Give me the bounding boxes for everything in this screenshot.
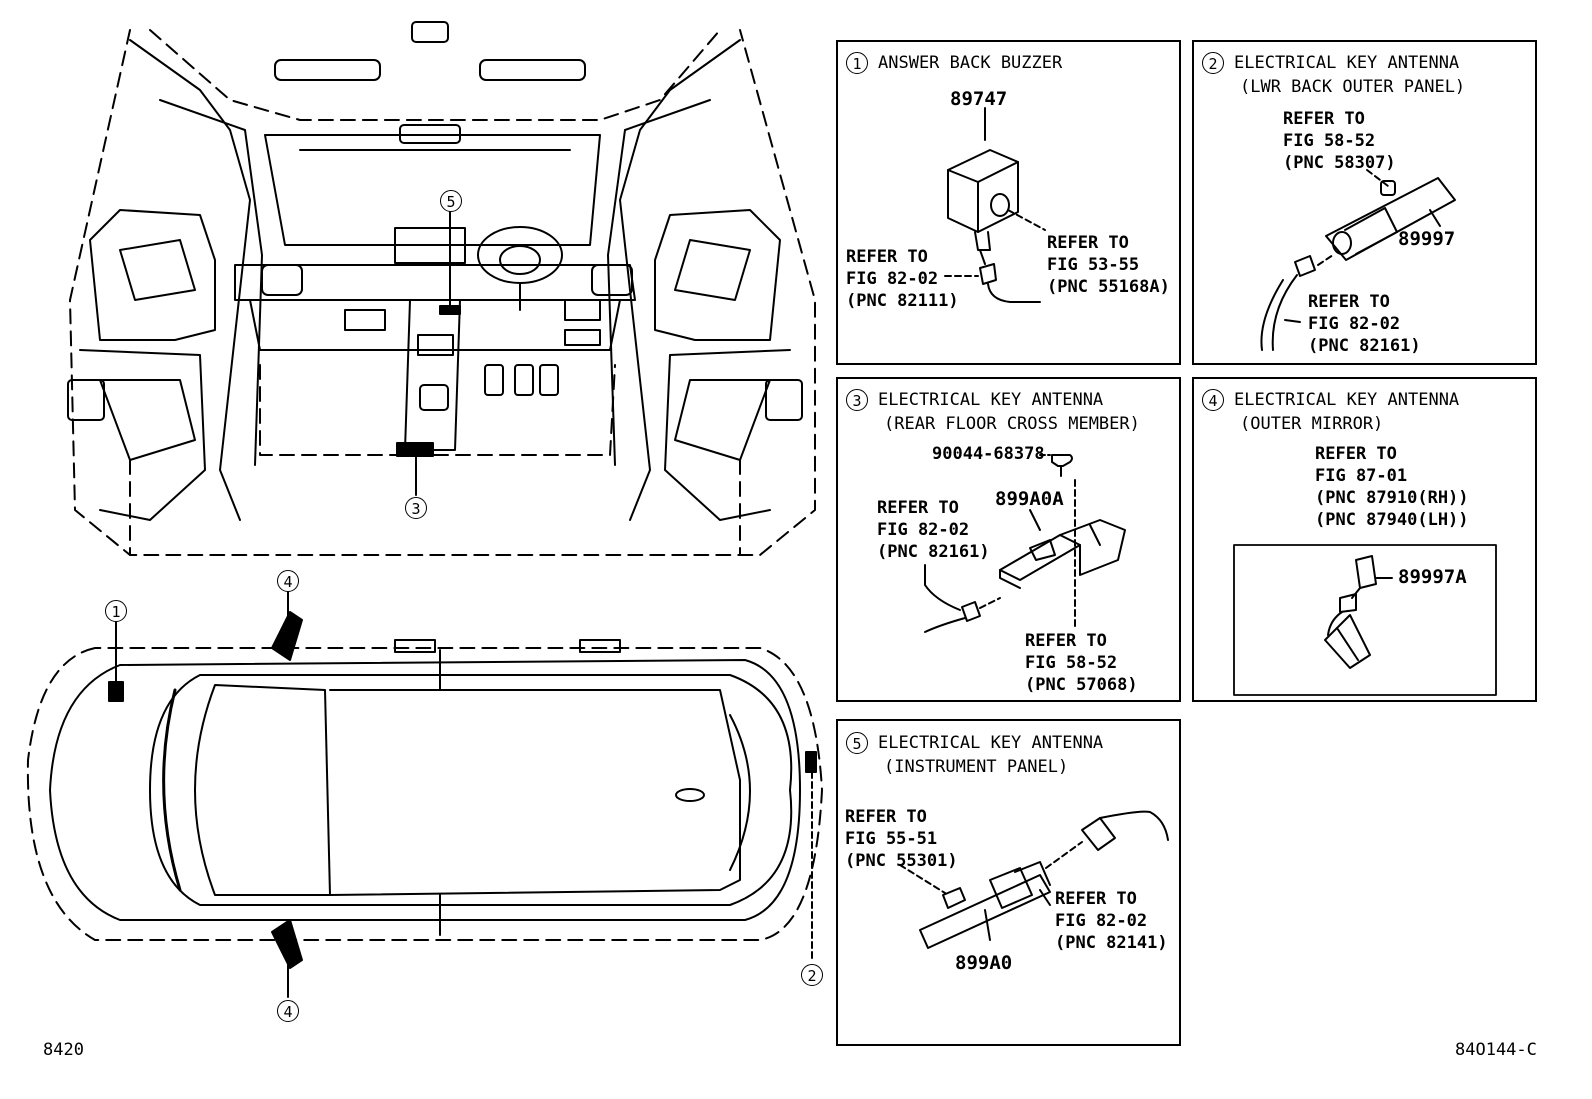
page-number: 8420 [43, 1040, 84, 1060]
panel-4-number: 4 [1202, 389, 1224, 411]
panel-2-title: ELECTRICAL KEY ANTENNA [1234, 53, 1460, 73]
vehicle-interior-view [67, 21, 816, 556]
antenna-89997-art [1260, 169, 1456, 351]
part-number-bolt-90044-68378[interactable]: 90044-68378 [932, 444, 1045, 464]
panel-key-antenna-outer-mirror [1192, 377, 1537, 702]
part-number-89997a[interactable]: 89997A [1398, 566, 1467, 588]
panel-1-ref-b-line2[interactable]: FIG 53-55 [1047, 255, 1140, 275]
antenna-89997a-art [1233, 544, 1497, 696]
part-number-89747[interactable]: 89747 [950, 88, 1008, 110]
panel-key-antenna-rear-floor [836, 377, 1181, 702]
panel-2-subtitle: (LWR BACK OUTER PANEL) [1240, 77, 1466, 97]
panel-5-ref-a-line2[interactable]: FIG 55-51 [845, 829, 938, 849]
panel-4-ref-line4: (PNC 87940(LH)) [1315, 510, 1469, 530]
panel-key-antenna-lwr-back [1192, 40, 1537, 365]
panel-4-ref-line3: (PNC 87910(RH)) [1315, 488, 1469, 508]
panel-2-ref-b-line1: REFER TO [1308, 292, 1390, 312]
part-number-89997[interactable]: 89997 [1398, 228, 1456, 250]
panel-3-ref-b-line1: REFER TO [1025, 631, 1107, 651]
panel-4-subtitle: (OUTER MIRROR) [1240, 414, 1384, 434]
mirror-antenna-marker-top [271, 611, 303, 661]
panel-4-ref-line1: REFER TO [1315, 444, 1397, 464]
callout-2[interactable]: 2 [801, 964, 823, 986]
panel-2-ref-a-line1: REFER TO [1283, 109, 1365, 129]
panel-4-title: ELECTRICAL KEY ANTENNA [1234, 390, 1460, 410]
callout-5[interactable]: 5 [440, 190, 462, 212]
buzzer-marker-1 [108, 681, 124, 702]
panel-2-ref-b-line3: (PNC 82161) [1308, 336, 1421, 356]
panel-5-ref-b-line3: (PNC 82141) [1055, 933, 1168, 953]
panel-4-ref-line2[interactable]: FIG 87-01 [1315, 466, 1408, 486]
antenna-marker-5 [439, 305, 461, 315]
callout-4-top[interactable]: 4 [277, 570, 299, 592]
panel-2-ref-a-line3: (PNC 58307) [1283, 153, 1396, 173]
panel-3-subtitle: (REAR FLOOR CROSS MEMBER) [884, 414, 1140, 434]
panel-5-number: 5 [846, 732, 868, 754]
part-number-899a0a[interactable]: 899A0A [995, 488, 1064, 510]
antenna-marker-2 [805, 751, 817, 773]
panel-5-ref-a-line3: (PNC 55301) [845, 851, 958, 871]
panel-1-ref-b-line3: (PNC 55168A) [1047, 277, 1170, 297]
panel-3-number: 3 [846, 389, 868, 411]
vehicle-top-view [26, 591, 823, 998]
panel-3-ref-b-line2[interactable]: FIG 58-52 [1025, 653, 1118, 673]
panel-2-ref-b-line2[interactable]: FIG 82-02 [1308, 314, 1401, 334]
mirror-antenna-marker-bottom [271, 919, 303, 969]
antenna-899a0-art [899, 810, 1169, 949]
panel-1-ref-b-line1: REFER TO [1047, 233, 1129, 253]
part-number-899a0[interactable]: 899A0 [955, 952, 1013, 974]
panel-key-antenna-instrument-panel [836, 719, 1181, 1046]
panel-1-ref-a-line2[interactable]: FIG 82-02 [846, 269, 939, 289]
panel-1-ref-a-line1: REFER TO [846, 247, 928, 267]
figure-code: 84O144-C [1455, 1040, 1537, 1060]
panel-3-ref-a-line2[interactable]: FIG 82-02 [877, 520, 970, 540]
panel-3-ref-a-line3: (PNC 82161) [877, 542, 990, 562]
panel-5-ref-a-line1: REFER TO [845, 807, 927, 827]
callout-1[interactable]: 1 [105, 600, 127, 622]
antenna-marker-3 [396, 442, 434, 457]
callout-4-bottom[interactable]: 4 [277, 1000, 299, 1022]
panel-5-ref-b-line1: REFER TO [1055, 889, 1137, 909]
antenna-899a0a-art [924, 454, 1126, 633]
panel-2-ref-a-line2[interactable]: FIG 58-52 [1283, 131, 1376, 151]
callout-3[interactable]: 3 [405, 497, 427, 519]
panel-3-ref-b-line3: (PNC 57068) [1025, 675, 1138, 695]
panel-1-title: ANSWER BACK BUZZER [878, 53, 1063, 73]
panel-answer-back-buzzer [836, 40, 1181, 365]
panel-3-title: ELECTRICAL KEY ANTENNA [878, 390, 1104, 410]
panel-1-ref-a-line3: (PNC 82111) [846, 291, 959, 311]
panel-5-subtitle: (INSTRUMENT PANEL) [884, 757, 1069, 777]
panel-2-number: 2 [1202, 52, 1224, 74]
panel-1-number: 1 [846, 52, 868, 74]
panel-3-ref-a-line1: REFER TO [877, 498, 959, 518]
panel-5-ref-b-line2[interactable]: FIG 82-02 [1055, 911, 1148, 931]
panel-5-title: ELECTRICAL KEY ANTENNA [878, 733, 1104, 753]
buzzer-89747-art [944, 107, 1046, 303]
